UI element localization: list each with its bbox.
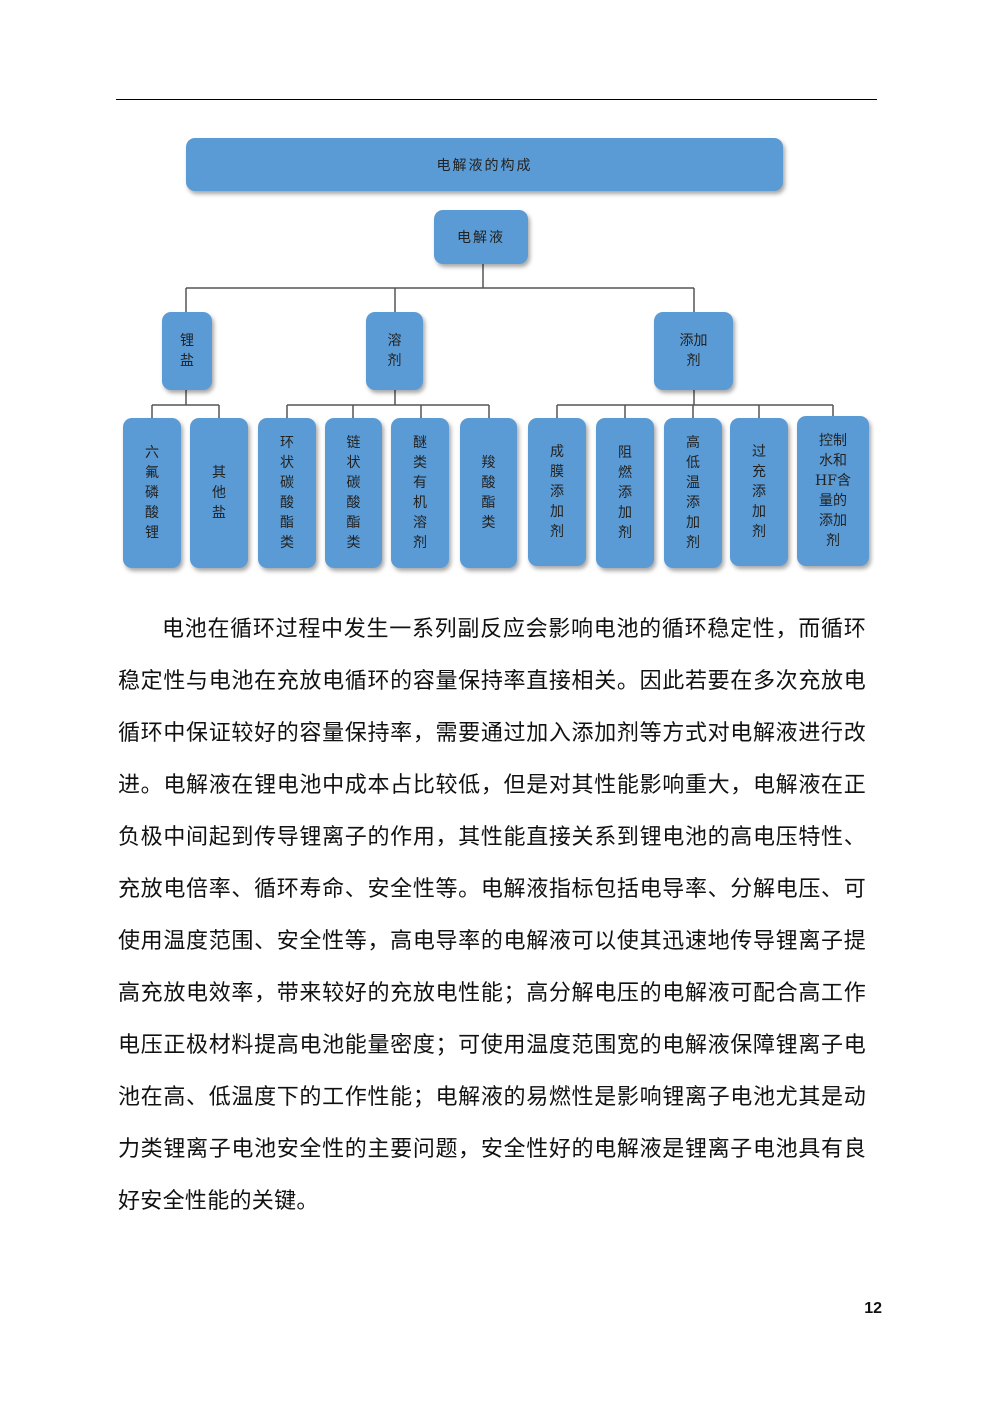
leaf-node: 高低温添加剂 [664,418,722,568]
page-number: 12 [864,1300,882,1317]
leaf-label: 羧酸酯类 [481,455,496,531]
leaf-label: 链状碳酸酯类 [346,435,361,551]
electrolyte-composition-diagram: 电解液的构成 电解液 锂盐 溶剂 添加剂 六氟磷酸锂 其他盐 环状碳酸酯类 链状… [0,0,992,600]
category-label: 锂盐 [180,333,194,369]
header-rule [116,99,877,100]
leaf-label: 过充添加剂 [752,444,766,540]
leaf-node: 其他盐 [190,418,248,568]
category-node-additive: 添加剂 [654,312,733,390]
category-node-lithium-salt: 锂盐 [162,312,212,390]
leaf-label: 控制水和HF含量的添加剂 [815,433,851,549]
leaf-label: 醚类有机溶剂 [413,435,427,551]
leaf-label: 成膜添加剂 [550,444,564,540]
leaf-label: 六氟磷酸锂 [145,445,159,541]
category-node-solvent: 溶剂 [366,312,423,390]
root-node-label: 电解液 [457,230,505,246]
leaf-node: 醚类有机溶剂 [391,418,449,568]
connector-lines [151,264,834,418]
leaf-node: 六氟磷酸锂 [123,418,181,568]
leaf-node: 链状碳酸酯类 [325,418,382,568]
category-label: 添加剂 [679,333,708,369]
leaf-node: 过充添加剂 [730,418,788,566]
category-label: 溶剂 [387,333,402,369]
diagram-title: 电解液的构成 [436,157,533,174]
leaf-node: 环状碳酸酯类 [258,418,316,568]
leaf-node: 控制水和HF含量的添加剂 [797,416,869,566]
leaf-label: 阻燃添加剂 [618,445,632,541]
leaf-label: 其他盐 [212,465,226,521]
body-paragraph: 电池在循环过程中发生一系列副反应会影响电池的循环稳定性，而循环稳定性与电池在充放… [118,617,866,1214]
leaf-label: 高低温添加剂 [686,435,700,551]
root-node-electrolyte: 电解液 [434,210,528,264]
leaf-node: 成膜添加剂 [528,418,586,566]
leaf-node: 羧酸酯类 [460,418,517,568]
leaf-node: 阻燃添加剂 [596,418,654,568]
leaf-label: 环状碳酸酯类 [280,435,294,551]
diagram-title-box: 电解液的构成 [186,138,783,191]
